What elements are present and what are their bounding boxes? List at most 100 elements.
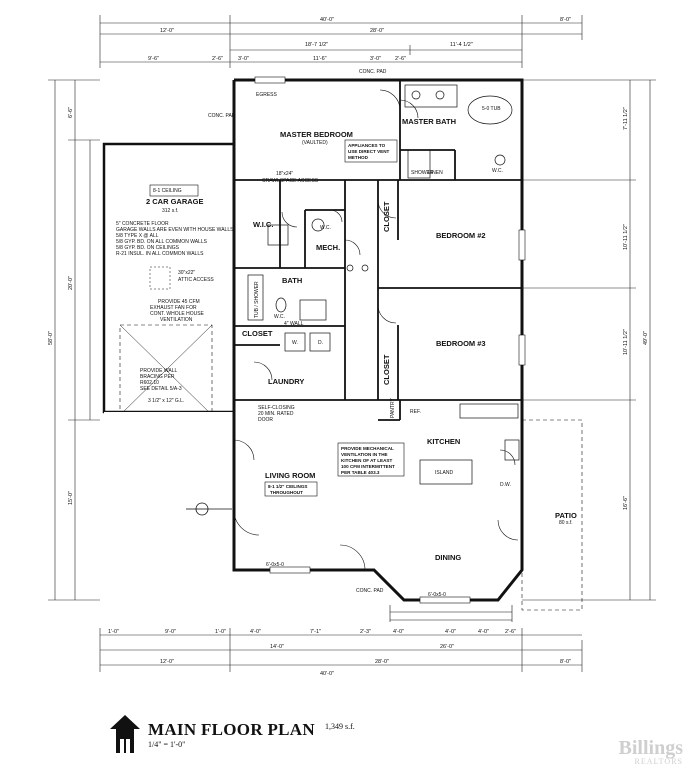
dim-bottom-a: 14'-0" xyxy=(270,644,284,650)
plan-scale: 1/4" = 1'-0" xyxy=(148,739,186,749)
attic-size: 30"x22" xyxy=(178,270,195,276)
garage-ceiling-note: 8-1 CEILING xyxy=(153,188,182,194)
watermark-line2: REALTORS xyxy=(634,757,683,766)
wic-label: W.I.C. xyxy=(253,220,273,229)
mech-vent-note-4: PER TABLE 403.3 xyxy=(341,470,380,475)
dim-bottom2-b: 28'-0" xyxy=(375,659,389,665)
mech-vent-note-1: VENTILATION IN THE xyxy=(341,452,388,457)
dim-bottom3-7: 4'-0" xyxy=(445,629,456,635)
watermark: Billings REALTORS xyxy=(619,738,683,766)
appliance-note-1: USE DIRECT VENT xyxy=(348,149,390,154)
dim-row3-a: 9'-6" xyxy=(148,56,159,62)
window-dining: 6'-0x5-0 xyxy=(428,592,446,598)
bracing-note-1: BRACING PER xyxy=(140,374,175,380)
plan-title: MAIN FLOOR PLAN xyxy=(148,719,315,739)
dim-row3-e: 3'-0" xyxy=(370,56,381,62)
wc-mech-label: W.C. xyxy=(320,225,331,231)
watermark-line1: Billings xyxy=(618,737,683,759)
laundry-label: LAUNDRY xyxy=(268,377,304,386)
dim-right-d: 10'-11 1/2" xyxy=(623,329,629,355)
ceiling-note-1: THROUGHOUT xyxy=(270,490,303,495)
dim-bottom3-1: 9'-0" xyxy=(165,629,176,635)
dim-row3-c: 3'-0" xyxy=(238,56,249,62)
house-logo-icon xyxy=(110,715,140,753)
floor-plan-drawing: 40'-0" 12'-0" 28'-0" 8'-0" 18'-7 1/2" 11… xyxy=(48,15,656,677)
dim-bottom3-9: 2'-6" xyxy=(505,629,516,635)
dim-bottom3-4: 7'-1" xyxy=(310,629,321,635)
island-label: ISLAND xyxy=(435,470,453,476)
exhaust-note-1: EXHAUST FAN FOR xyxy=(150,305,197,311)
beam-note: 3 1/2" x 12" G.L. xyxy=(148,398,184,404)
dim-top-patio: 8'-0" xyxy=(560,17,571,23)
self-closing-note-1: 20 MIN. RATED xyxy=(258,411,294,417)
mech-label: MECH. xyxy=(316,243,340,252)
dim-bottom3-2: 1'-0" xyxy=(215,629,226,635)
conc-pad-bottom: CONC. PAD xyxy=(356,588,384,594)
closet-label: CLOSET xyxy=(242,329,273,338)
master-bedroom-label: MASTER BEDROOM xyxy=(280,130,353,139)
dw-label: D.W. xyxy=(500,482,511,488)
living-room-label: LIVING ROOM xyxy=(265,471,315,480)
self-closing-note-0: SELF-CLOSING xyxy=(258,405,295,411)
patio-label: PATIO xyxy=(555,511,577,520)
garage-note-0: 5" CONCRETE FLOOR xyxy=(116,221,169,227)
bracing-note-2: R602.10 xyxy=(140,380,159,386)
dim-left-c: 15'-0" xyxy=(68,491,74,505)
dimension-lines-left xyxy=(48,79,100,601)
closet-bed2-label: CLOSET xyxy=(382,201,391,232)
master-bedroom-sub: (VAULTED) xyxy=(302,140,328,146)
dim-row2-a: 18'-7 1/2" xyxy=(305,42,328,48)
dim-bottom-b: 26'-0" xyxy=(440,644,454,650)
pantry-label: PANTRY xyxy=(390,398,396,418)
dim-left-b: 6'-6" xyxy=(68,107,74,118)
patio-area: 80 s.f. xyxy=(559,520,573,526)
bracing-note-3: SEE DETAIL 5/A-3 xyxy=(140,386,182,392)
attic-label: ATTIC ACCESS xyxy=(178,277,214,283)
dim-top-right: 28'-0" xyxy=(370,28,384,34)
closet-bed3-label: CLOSET xyxy=(382,354,391,385)
dim-row3-b: 2'-6" xyxy=(212,56,223,62)
dimension-lines-right xyxy=(522,79,656,601)
exhaust-note-3: VENTILATION xyxy=(160,317,193,323)
garage-note-3: 5/8 GYP. BD. ON ALL COMMON WALLS xyxy=(116,239,208,245)
exhaust-note-0: PROVIDE 45 CFM xyxy=(158,299,200,305)
garage-note-5: R-21 INSUL. IN ALL COMMON WALLS xyxy=(116,251,204,257)
dim-bottom3-6: 4'-0" xyxy=(393,629,404,635)
dim-row2-b: 11'-4 1/2" xyxy=(450,42,473,48)
garage-note-4: 5/8 GYP. BD. ON CEILINGS xyxy=(116,245,180,251)
dim-left-total: 58'-0" xyxy=(48,331,54,345)
linen-label: LINEN xyxy=(428,170,443,176)
bedroom3-label: BEDROOM #3 xyxy=(436,339,486,348)
washer-label: W. xyxy=(292,340,298,346)
wc-master-label: W.C. xyxy=(492,168,503,174)
garage-note-1: GARAGE WALLS ARE EVEN WITH HOUSE WALLS xyxy=(116,227,234,233)
garage-area: 312 s.f. xyxy=(162,208,178,214)
conc-pad-top: CONC. PAD xyxy=(359,69,387,75)
dim-top-total: 40'-0" xyxy=(320,17,334,23)
dimension-lines-top xyxy=(99,15,583,68)
entry-steps xyxy=(389,605,513,622)
dining-label: DINING xyxy=(435,553,461,562)
fixtures xyxy=(247,84,520,485)
dim-top-left: 12'-0" xyxy=(160,28,174,34)
dim-bottom-total: 40'-0" xyxy=(320,671,334,677)
dim-right-f: 16'-6" xyxy=(623,496,629,510)
appliance-note-2: METHOD xyxy=(348,155,369,160)
dim-right-a: 7'-11 1/2" xyxy=(623,107,629,130)
interior-walls xyxy=(234,80,522,421)
patio-outline xyxy=(521,419,583,611)
kitchen-label: KITCHEN xyxy=(427,437,460,446)
window-living: 6'-0x5-0 xyxy=(266,562,284,568)
self-closing-note-2: DOOR xyxy=(258,417,273,423)
bracing-note-0: PROVIDE WALL xyxy=(140,368,178,374)
section-marker-icon xyxy=(186,502,232,516)
plan-area: 1,349 s.f. xyxy=(325,722,355,731)
shower-label: SHOWER xyxy=(411,170,434,176)
tub-label: 5-0 TUB xyxy=(482,106,501,112)
dim-bottom2-a: 12'-0" xyxy=(160,659,174,665)
conc-pad-garage: CONC. PAD xyxy=(208,113,236,119)
master-bath-label: MASTER BATH xyxy=(402,117,456,126)
dim-right-c: 10'-11 1/2" xyxy=(623,224,629,250)
mech-vent-note-0: PROVIDE MECHANICAL xyxy=(341,446,394,451)
mech-vent-note-2: KITCHEN OF AT LEAST xyxy=(341,458,392,463)
